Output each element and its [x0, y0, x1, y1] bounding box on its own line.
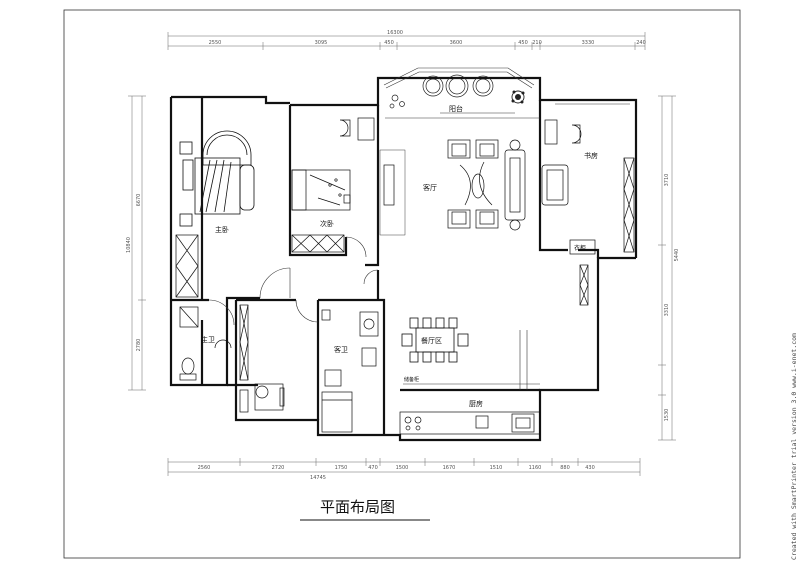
- dim-top-8: 240: [636, 40, 646, 46]
- master-bedroom-label: 主卧: [215, 225, 229, 234]
- dim-bottom-4: 470: [368, 465, 378, 471]
- dim-bottom-7: 1510: [490, 465, 503, 471]
- dim-left-2: 10840: [126, 237, 132, 253]
- dim-bottom-6: 1670: [443, 465, 456, 471]
- walls: [169, 76, 638, 442]
- dim-bottom-8: 1160: [529, 465, 542, 471]
- door-swing-icon: [208, 236, 379, 326]
- second-bedroom-label: 次卧: [320, 219, 334, 228]
- dim-top-3: 450: [384, 40, 394, 46]
- dim-bottom-3: 1750: [335, 465, 348, 471]
- dim-top-2: 3095: [315, 40, 328, 46]
- dining-area-label: 餐厅区: [421, 336, 442, 345]
- dim-left-1: 6670: [136, 194, 142, 207]
- master-bath-label: 主卫: [201, 335, 215, 344]
- dim-top-6: 210: [532, 40, 542, 46]
- dim-top-total: 16300: [387, 30, 403, 36]
- left-dimensions: [128, 95, 146, 391]
- dim-right-3: 3310: [664, 304, 670, 317]
- drawing-title: 平面布局图: [320, 498, 395, 516]
- desk-icon: [239, 304, 285, 413]
- dim-bottom-total: 14745: [310, 475, 326, 481]
- study-label: 书房: [584, 151, 598, 160]
- balcony-furniture: [389, 74, 494, 109]
- guest-bath-fixtures: [321, 309, 379, 433]
- stove-icon: [399, 411, 541, 435]
- closet-label: 衣柜: [574, 244, 586, 252]
- dim-bottom-1: 2560: [198, 465, 211, 471]
- dim-left-3: 2780: [136, 339, 142, 352]
- window-lines: [383, 67, 630, 390]
- dim-top-1: 2550: [209, 40, 222, 46]
- balcony-label: 阳台: [449, 104, 463, 113]
- watermark-text: Created with SmartPrinter trial version …: [790, 333, 798, 560]
- dining-table-icon: [401, 317, 469, 363]
- bed-icon: [179, 130, 255, 227]
- dim-top-5: 450: [518, 40, 528, 46]
- dim-top-4: 3600: [450, 40, 463, 46]
- dim-right-1: 3710: [664, 174, 670, 187]
- dim-bottom-5: 1500: [396, 465, 409, 471]
- sideboard-label: 储备柜: [404, 376, 419, 383]
- bottom-dimensions: [167, 458, 641, 476]
- dim-bottom-10: 430: [585, 465, 595, 471]
- dim-top-7: 3330: [582, 40, 595, 46]
- dim-bottom-2: 2720: [272, 465, 285, 471]
- dim-bottom-9: 880: [560, 465, 570, 471]
- plant-icon: [511, 90, 525, 104]
- dim-right-2: 5440: [674, 249, 680, 262]
- toilet-icon: [179, 306, 232, 381]
- sheet-border: [63, 9, 741, 559]
- study-furniture: [541, 119, 635, 306]
- living-room-label: 客厅: [423, 183, 437, 192]
- kitchen-label: 厨房: [469, 399, 483, 408]
- right-dimensions: [658, 95, 676, 441]
- sofa-icon: [379, 139, 526, 236]
- top-dimensions: [167, 32, 646, 50]
- dim-right-4: 1530: [664, 409, 670, 422]
- closet: [175, 234, 199, 298]
- second-bedroom-furniture: [291, 117, 375, 253]
- guest-bath-label: 客卫: [334, 345, 348, 354]
